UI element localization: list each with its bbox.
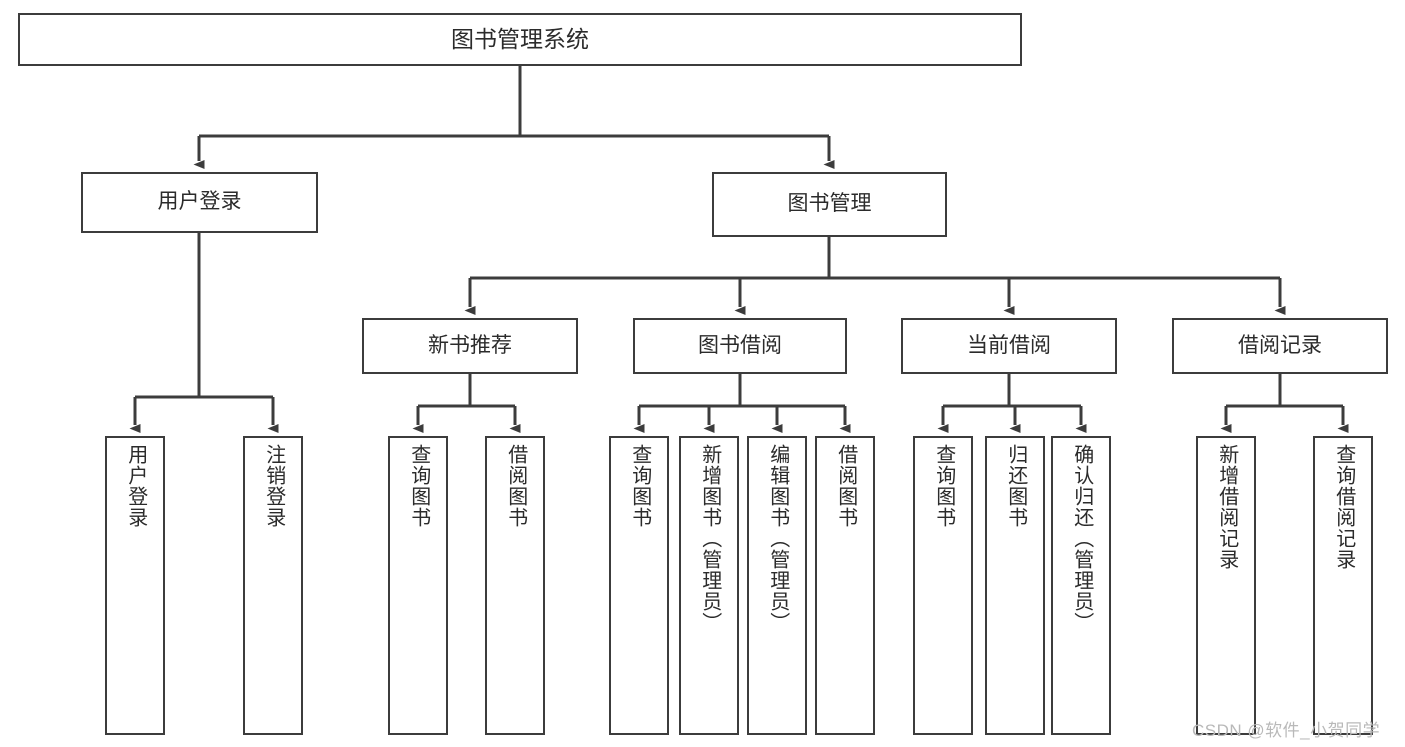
node-label: 图书借阅 (698, 333, 782, 357)
node-leaf-borrow-query[interactable]: 查询图书 (609, 436, 669, 735)
node-leaf-cur-query[interactable]: 查询图书 (913, 436, 973, 735)
node-label: 查询图书 (628, 444, 651, 528)
node-label: 用户登录 (157, 190, 242, 214)
node-label: 新书推荐 (428, 333, 512, 357)
node-user-login[interactable]: 用户登录 (81, 172, 318, 233)
node-leaf-cur-confirm[interactable]: 确认归还（管理员） (1051, 436, 1111, 735)
node-label: 图书管理系统 (451, 25, 589, 52)
node-leaf-rec-query[interactable]: 查询图书 (388, 436, 448, 735)
node-leaf-record-add[interactable]: 新增借阅记录 (1196, 436, 1256, 735)
node-label: 确认归还（管理员） (1070, 444, 1093, 633)
node-label: 查询图书 (932, 444, 955, 528)
node-label: 查询借阅记录 (1332, 444, 1355, 570)
node-leaf-user-login[interactable]: 用户登录 (105, 436, 165, 735)
node-leaf-borrow-lend[interactable]: 借阅图书 (815, 436, 875, 735)
node-label: 编辑图书（管理员） (766, 444, 789, 633)
node-current-borrow[interactable]: 当前借阅 (901, 318, 1117, 374)
node-label: 借阅图书 (504, 444, 527, 528)
node-leaf-rec-borrow[interactable]: 借阅图书 (485, 436, 545, 735)
csdn-watermark: CSDN @软件_小贺同学 (1192, 721, 1381, 740)
node-leaf-cur-return[interactable]: 归还图书 (985, 436, 1045, 735)
node-book-manage[interactable]: 图书管理 (712, 172, 947, 237)
node-leaf-borrow-add[interactable]: 新增图书（管理员） (679, 436, 739, 735)
node-label: 归还图书 (1004, 444, 1027, 528)
node-label: 注销登录 (262, 444, 285, 528)
node-label: 借阅图书 (834, 444, 857, 528)
node-book-borrow[interactable]: 图书借阅 (633, 318, 847, 374)
node-new-book-rec[interactable]: 新书推荐 (362, 318, 578, 374)
node-label: 图书管理 (787, 192, 872, 216)
node-leaf-borrow-edit[interactable]: 编辑图书（管理员） (747, 436, 807, 735)
node-label: 新增借阅记录 (1215, 444, 1238, 570)
node-borrow-record[interactable]: 借阅记录 (1172, 318, 1388, 374)
node-label: 借阅记录 (1238, 333, 1322, 357)
node-label: 用户登录 (124, 444, 147, 528)
node-label: 当前借阅 (967, 333, 1051, 357)
node-label: 新增图书（管理员） (698, 444, 721, 633)
node-leaf-user-logout[interactable]: 注销登录 (243, 436, 303, 735)
node-label: 查询图书 (407, 444, 430, 528)
node-leaf-record-query[interactable]: 查询借阅记录 (1313, 436, 1373, 735)
node-root[interactable]: 图书管理系统 (18, 13, 1022, 66)
